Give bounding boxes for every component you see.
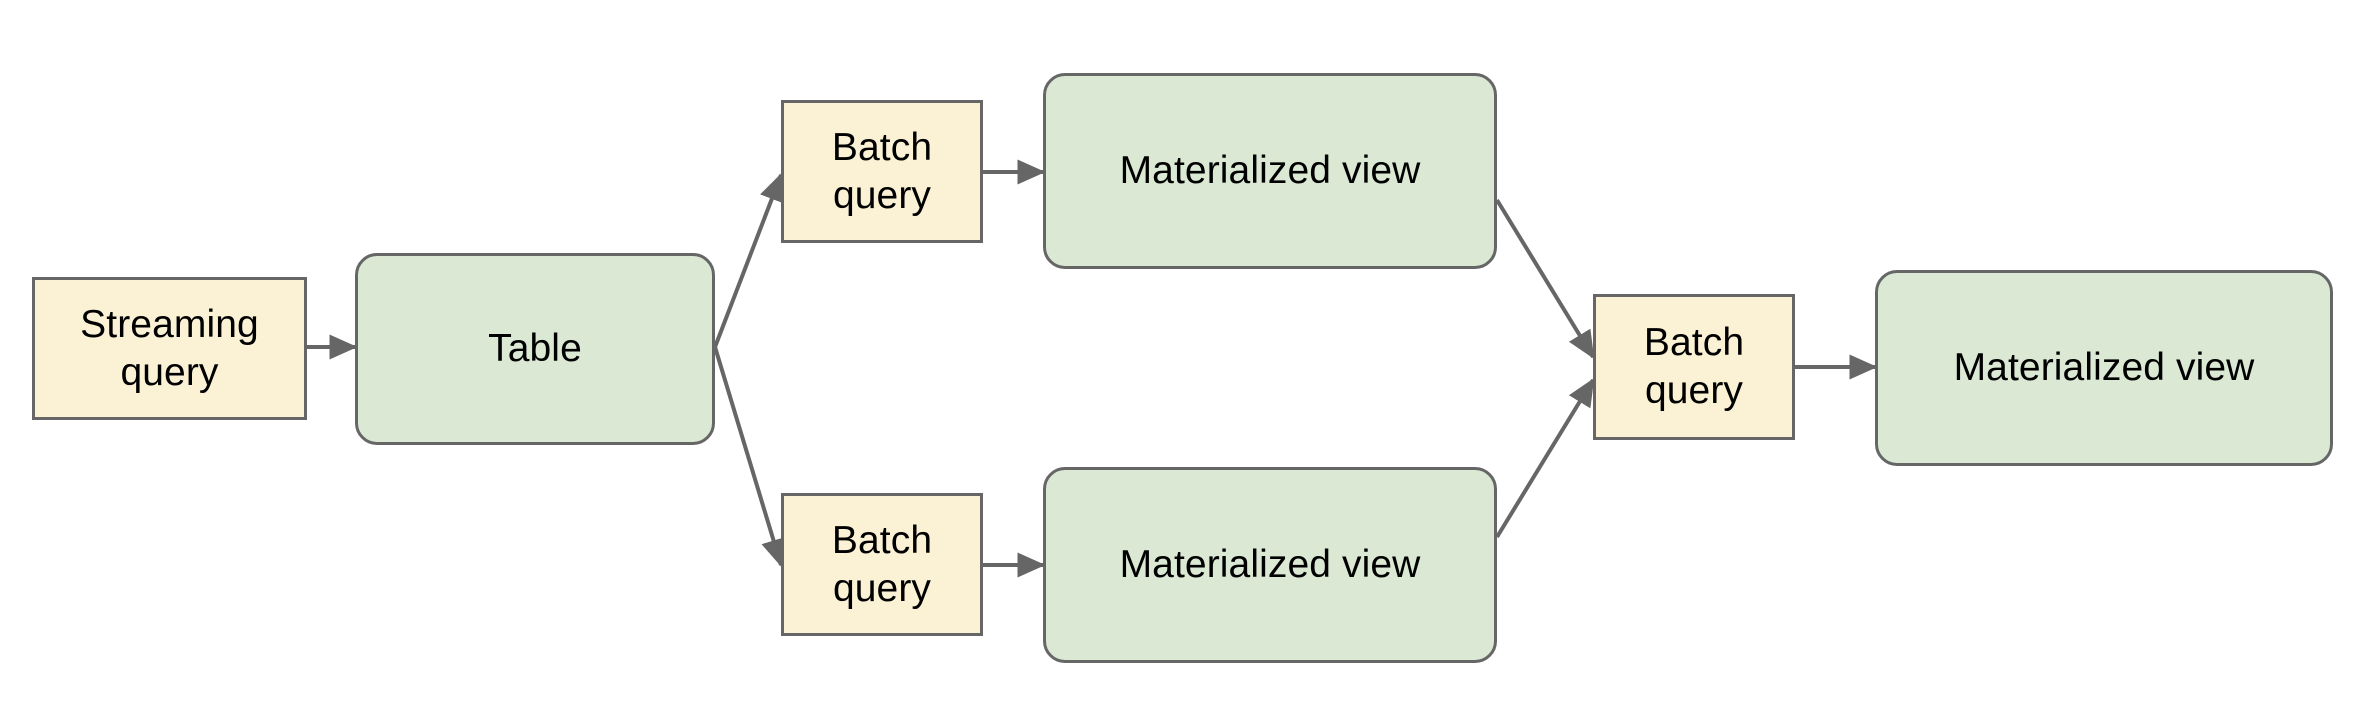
node-batch-query-top[interactable]: Batch query	[781, 100, 983, 243]
node-streaming-query-label: Streaming query	[80, 302, 259, 394]
node-materialized-view-bottom[interactable]: Materialized view	[1043, 467, 1497, 663]
edge-table-to-batch-query-top	[713, 172, 784, 348]
node-batch-query-merge-label: Batch query	[1643, 321, 1745, 412]
node-materialized-view-final[interactable]: Materialized view	[1875, 270, 2333, 466]
node-table-label: Table	[488, 327, 582, 370]
node-table[interactable]: Table	[355, 253, 715, 445]
node-batch-query-top-label: Batch query	[831, 125, 933, 217]
node-materialized-view-final-label: Materialized view	[1953, 346, 2255, 389]
node-streaming-query[interactable]: Streaming query	[32, 277, 307, 420]
node-batch-query-bottom-label: Batch query	[831, 518, 933, 610]
node-materialized-view-top[interactable]: Materialized view	[1043, 73, 1497, 269]
edge-materialized-view-top-to-batch-query-merge	[1495, 198, 1595, 360]
node-materialized-view-bottom-label: Materialized view	[1119, 543, 1421, 586]
node-materialized-view-top-label: Materialized view	[1119, 149, 1421, 192]
node-batch-query-bottom[interactable]: Batch query	[781, 493, 983, 636]
node-batch-query-merge[interactable]: Batch query	[1593, 294, 1795, 440]
edge-materialized-view-bottom-to-batch-query-merge	[1495, 377, 1595, 539]
edge-table-to-batch-query-bottom	[713, 346, 786, 568]
